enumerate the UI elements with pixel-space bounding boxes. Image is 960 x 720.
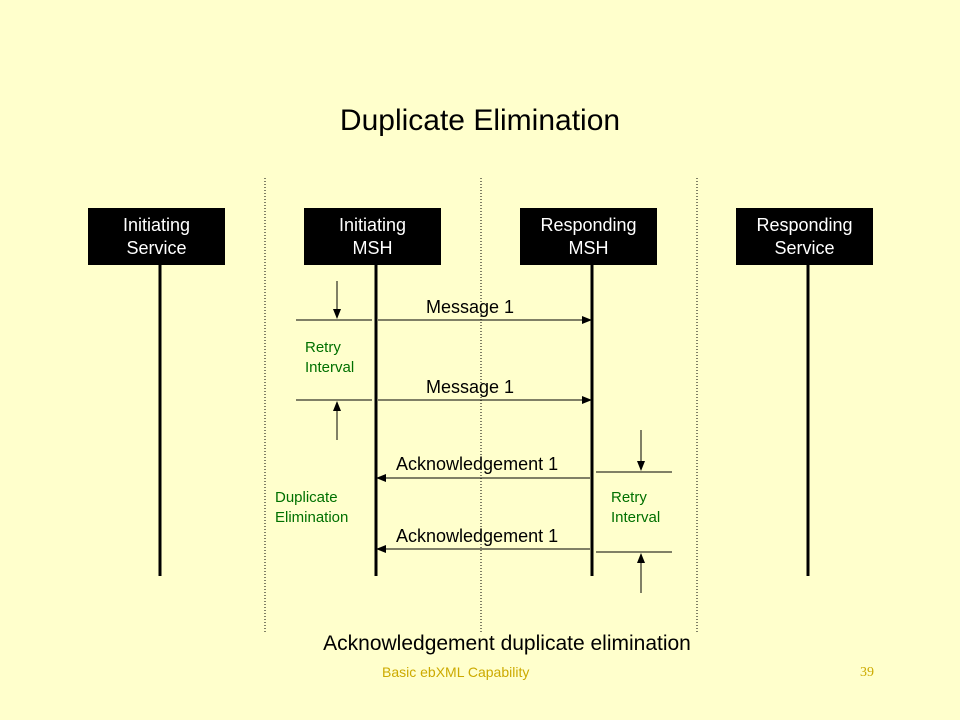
- participant-initiating-msh: Initiating MSH: [304, 208, 441, 265]
- participant-responding-service: Responding Service: [736, 208, 873, 265]
- participant-initiating-service: Initiating Service: [88, 208, 225, 265]
- diagram-caption: Acknowledgement duplicate elimination: [323, 632, 691, 655]
- page-number: 39: [860, 665, 874, 680]
- participant-label-line2: Service: [774, 237, 835, 258]
- note-line1: Retry: [305, 339, 341, 356]
- note-line1: Duplicate: [275, 489, 338, 506]
- ack-label-2: Acknowledgement 1: [396, 526, 559, 546]
- retry-interval-left-note: Retry Interval: [305, 338, 354, 378]
- retry-interval-right-note: Retry Interval: [611, 488, 660, 528]
- slide-footer: Basic ebXML Capability: [382, 664, 530, 680]
- participant-label-line2: Service: [126, 237, 187, 258]
- note-line2: Elimination: [275, 509, 349, 526]
- participant-label-line1: Responding: [540, 214, 637, 235]
- participant-label-line1: Initiating: [338, 214, 407, 235]
- note-line2: Interval: [611, 509, 661, 526]
- note-line2: Interval: [305, 359, 355, 376]
- duplicate-elimination-note: Duplicate Elimination: [275, 488, 348, 528]
- participant-label-line1: Initiating: [122, 214, 191, 235]
- participant-label-line1: Responding: [756, 214, 853, 235]
- slide-title: Duplicate Elimination: [339, 104, 621, 137]
- message-label-1: Message 1: [426, 297, 515, 317]
- ack-label-1: Acknowledgement 1: [396, 454, 559, 474]
- participant-label-line2: MSH: [352, 237, 393, 258]
- participant-label-line2: MSH: [568, 237, 609, 258]
- message-label-2: Message 1: [426, 377, 515, 397]
- participant-responding-msh: Responding MSH: [520, 208, 657, 265]
- note-line1: Retry: [611, 489, 647, 506]
